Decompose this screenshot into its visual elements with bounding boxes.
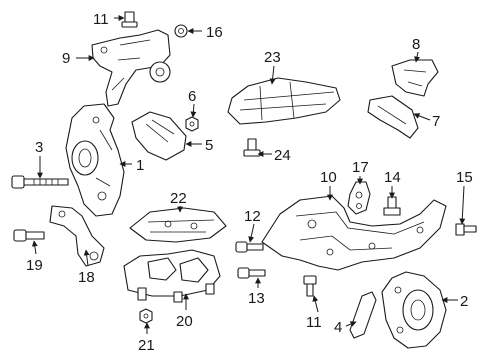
- callout-12: 12: [244, 208, 261, 225]
- callout-4: 4: [334, 319, 342, 336]
- callout-22: 22: [170, 190, 187, 207]
- bracket-9: [91, 29, 171, 107]
- bolt-14: [383, 196, 401, 216]
- plate-22: [129, 207, 227, 243]
- callout-5: 5: [205, 137, 213, 154]
- bolt-19: [13, 229, 45, 242]
- callout-1: 1: [136, 157, 144, 174]
- bracket-18: [49, 205, 105, 267]
- nut-6: [185, 116, 199, 132]
- bolt-3: [11, 175, 69, 189]
- bolt-24: [243, 138, 261, 157]
- bolt-11-top: [121, 11, 138, 28]
- mount-1: [65, 103, 125, 217]
- callout-9: 9: [62, 50, 70, 67]
- callout-11-lower: 11: [306, 314, 322, 331]
- nut-21: [139, 308, 153, 324]
- mount-20: [123, 249, 221, 303]
- plate-5: [131, 111, 187, 161]
- callout-14: 14: [384, 169, 401, 186]
- callout-7: 7: [432, 113, 440, 130]
- nut-16: [174, 24, 188, 38]
- callout-13: 13: [248, 290, 265, 307]
- link-4: [349, 291, 377, 339]
- callout-6: 6: [188, 88, 196, 105]
- callout-15: 15: [456, 169, 473, 186]
- callout-19: 19: [26, 257, 43, 274]
- bracket-7: [367, 95, 419, 139]
- callout-11-top: 11: [93, 11, 109, 28]
- callout-2: 2: [460, 293, 468, 310]
- bolt-15: [455, 223, 477, 236]
- callout-24: 24: [274, 147, 291, 164]
- leader-lines: [31, 15, 466, 334]
- callout-8: 8: [412, 36, 420, 53]
- mount-2: [381, 271, 447, 349]
- callout-10: 10: [320, 169, 337, 186]
- crossmember-10: [261, 195, 447, 271]
- bolt-11-lower: [303, 275, 317, 297]
- callout-21: 21: [138, 337, 155, 354]
- callout-18: 18: [78, 269, 95, 286]
- callout-labels: 11 16 9 23 8 6 7 3 1 5 24 10 17 14 15 22…: [26, 11, 473, 354]
- callout-23: 23: [264, 49, 281, 66]
- heat-shield-23: [227, 77, 341, 125]
- callout-3: 3: [35, 139, 43, 156]
- callout-20: 20: [176, 313, 193, 330]
- bracket-17: [347, 181, 371, 215]
- bracket-8: [391, 59, 439, 97]
- bolt-12: [235, 241, 264, 253]
- callout-16: 16: [206, 24, 223, 41]
- callout-17: 17: [352, 159, 369, 176]
- bolt-13: [237, 267, 266, 279]
